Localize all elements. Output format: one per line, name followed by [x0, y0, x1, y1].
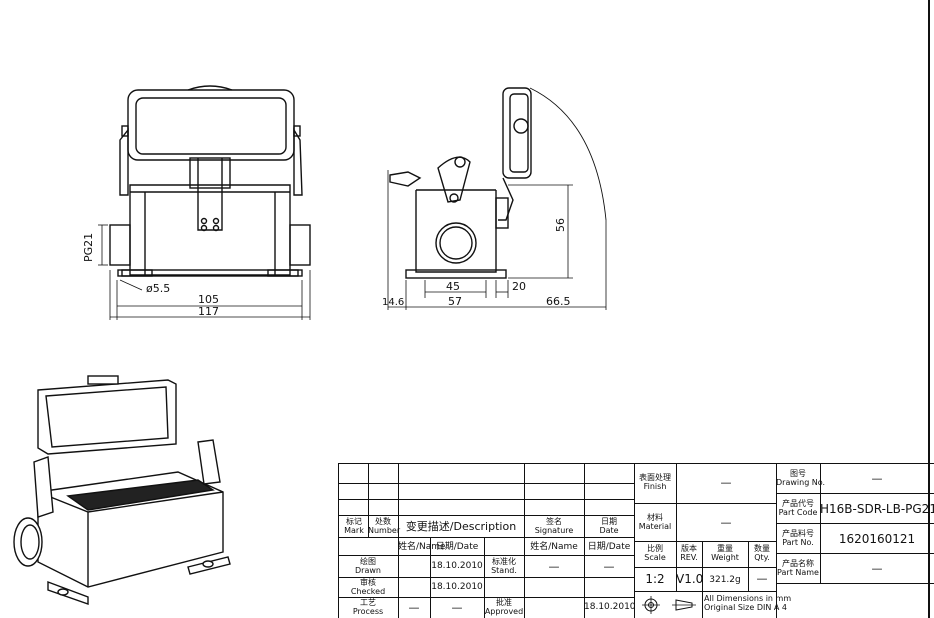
checked-date: 18.10.2010 — [431, 582, 483, 592]
description-header: 变更描述/Description — [405, 520, 517, 533]
drawing-no-value: — — [871, 472, 883, 485]
isometric-view — [13, 375, 231, 605]
dim-height-label: 56 — [554, 218, 567, 232]
stand-name: — — [548, 560, 560, 573]
qty-value: — — [756, 572, 768, 585]
part-code-value: H16B-SDR-LB-PG21 — [820, 502, 934, 516]
dim-66-5-label: 66.5 — [546, 295, 571, 308]
process-name: — — [408, 601, 420, 614]
weight-value: 321.2g — [709, 575, 741, 585]
date-column-header: 日期/Date — [435, 542, 479, 552]
front-view: PG21 ø5.5 105 117 — [82, 85, 311, 320]
part-no-value: 1620160121 — [838, 532, 916, 546]
signature-name-header: 姓名/Name — [530, 542, 578, 552]
dim-20-label: 20 — [512, 280, 526, 293]
rev-value: V1.0 — [676, 572, 704, 586]
signature-date-header: 日期/Date — [587, 542, 631, 552]
part-name-value: — — [871, 562, 883, 575]
finish-value: — — [720, 476, 732, 489]
dim-45-label: 45 — [446, 280, 460, 293]
dim-57-label: 57 — [448, 295, 462, 308]
dim-outer-width-label: 117 — [198, 305, 219, 318]
scale-value: 1:2 — [645, 572, 665, 586]
dim-14-6-label: 14.6 — [382, 297, 404, 308]
dim-inner-width-label: 105 — [198, 293, 219, 306]
side-view: 56 14.6 45 57 20 66.5 — [382, 87, 607, 310]
material-value: — — [720, 516, 732, 529]
drawn-date: 18.10.2010 — [431, 561, 483, 571]
projection-symbol-icon — [642, 596, 696, 614]
process-date: — — [451, 601, 463, 614]
sheet-border-right — [928, 0, 930, 618]
name-column-header: 姓名/Name — [398, 542, 446, 552]
dim-hole-label: ø5.5 — [146, 282, 170, 295]
approved-date: 18.10.2010 — [584, 602, 636, 612]
dim-thread-label: PG21 — [82, 233, 95, 262]
stand-date: — — [603, 560, 615, 573]
